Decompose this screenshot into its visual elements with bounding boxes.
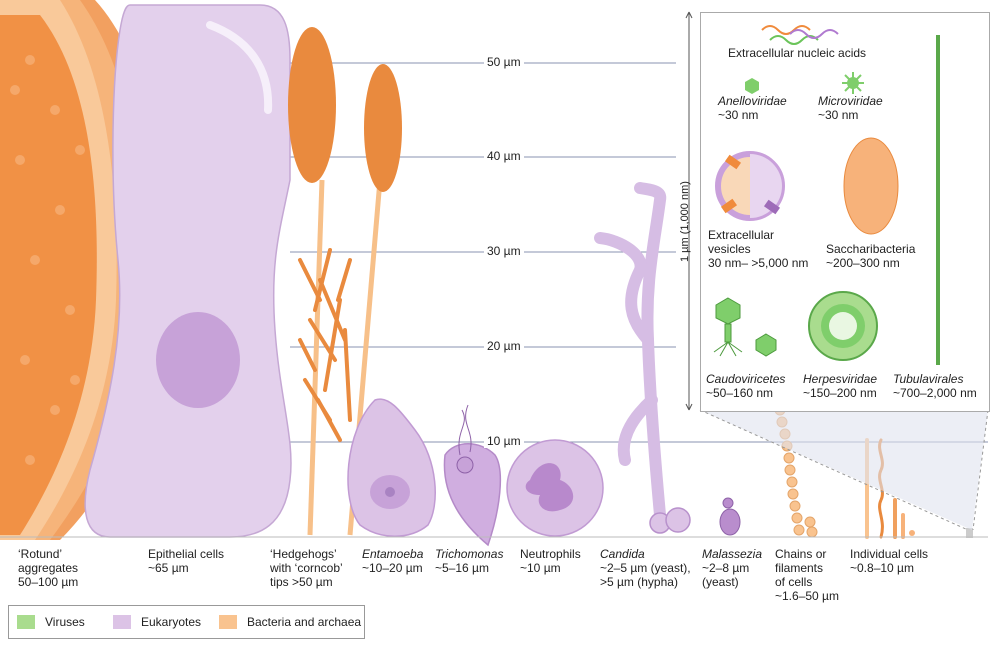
scale-label-40: 40 µm [484, 149, 524, 163]
inset-label-saccharibacteria: Saccharibacteria~200–300 nm [826, 242, 915, 270]
label-name: Malassezia [702, 547, 763, 561]
label-name: Candida [600, 547, 645, 561]
label-size: ~1.6–50 µm [775, 589, 839, 603]
legend: Viruses Eukaryotes Bacteria and archaea [8, 605, 365, 639]
label-name: Chains or filaments of cells [775, 547, 827, 589]
label-size: ~2–8 µm (yeast) [702, 561, 750, 589]
inset-label-text: Extracellular nucleic acids [728, 46, 867, 60]
inset-size-text: 30 nm– >5,000 nm [708, 256, 809, 270]
inset-label-anelloviridae: Anelloviridae~30 nm [718, 94, 787, 122]
candida-shape [594, 182, 667, 521]
inset-label-herpesviridae: Herpesviridae~150–200 nm [803, 372, 877, 400]
label-name: ‘Hedgehogs’ with ‘corncob’ tips [270, 547, 343, 589]
legend-label: Viruses [45, 615, 85, 629]
inset-label-microviridae: Microviridae~30 nm [818, 94, 883, 122]
hedgehog-shape [288, 27, 402, 536]
label-name: Individual cells [850, 547, 929, 561]
extracellular-vesicle-icon [715, 151, 785, 221]
saccharibacteria-icon [843, 137, 899, 235]
entamoeba-shape [347, 398, 436, 537]
inset-label-text: Microviridae [818, 94, 883, 108]
scale-label-10: 10 µm [484, 434, 524, 448]
inset-scale-label: 1 µm (1,000 nm) [679, 181, 691, 262]
label-name: Trichomonas [435, 547, 504, 561]
inset-label-text: Extracellular vesicles [708, 228, 775, 256]
inset-label-tubulavirales: Tubulavirales~700–2,000 nm [893, 372, 977, 400]
inset-label-text: Caudoviricetes [706, 372, 786, 386]
inset-label-text: Herpesviridae [803, 372, 878, 386]
label-entamoeba: Entamoeba~10–20 µm [362, 547, 423, 575]
inset-illustrations [685, 11, 940, 411]
inset-size-text: ~150–200 nm [803, 386, 877, 400]
inset-zoom-wedge [700, 410, 988, 530]
label-size: 50–100 µm [18, 575, 79, 589]
herpesviridae-icon [808, 291, 878, 361]
label-hedgehogs: ‘Hedgehogs’ with ‘corncob’ tips >50 µm [270, 547, 343, 589]
scale-label-30: 30 µm [484, 244, 524, 258]
legend-label: Bacteria and archaea [247, 615, 362, 629]
legend-label: Eukaryotes [141, 615, 202, 629]
inset-size-text: ~50–160 nm [706, 386, 774, 400]
label-epithelial-cells: Epithelial cells~65 µm [148, 547, 224, 575]
inset-size-text: ~30 nm [718, 108, 759, 122]
label-size: ~2–5 µm (yeast), >5 µm (hypha) [600, 561, 691, 589]
inset-label-caudoviricetes: Caudoviricetes~50–160 nm [706, 372, 785, 400]
neutrophil-shape [506, 439, 604, 537]
scale-label-20: 20 µm [484, 339, 524, 353]
label-chains: Chains or filaments of cells~1.6–50 µm [775, 547, 839, 603]
label-candida: Candida~2–5 µm (yeast), >5 µm (hypha) [600, 547, 691, 589]
legend-item-eukaryotes: Eukaryotes [113, 615, 201, 629]
malassezia-shape [719, 497, 741, 536]
legend-swatch-bacteria [219, 615, 237, 629]
label-neutrophils: Neutrophils~10 µm [520, 547, 581, 575]
scale-label-50: 50 µm [484, 55, 524, 69]
illustration [0, 0, 989, 547]
label-malassezia: Malassezia~2–8 µm (yeast) [702, 547, 762, 589]
label-name: Entamoeba [362, 547, 424, 561]
legend-swatch-eukaryotes [113, 615, 131, 629]
label-size: ~5–16 µm [435, 561, 489, 575]
microviridae-icon [842, 72, 864, 94]
inset-label-nucleic-acids: Extracellular nucleic acids [728, 46, 866, 60]
label-size: ~0.8–10 µm [850, 561, 914, 575]
label-size: ~10 µm [520, 561, 561, 575]
trichomonas-shape [443, 404, 502, 547]
label-size: ~65 µm [148, 561, 189, 575]
epithelial-cell-shape [84, 4, 292, 538]
legend-item-bacteria: Bacteria and archaea [219, 615, 361, 629]
label-individual-cells: Individual cells~0.8–10 µm [850, 547, 928, 575]
inset-size-text: ~700–2,000 nm [893, 386, 977, 400]
label-size: ~10–20 µm [362, 561, 423, 575]
label-name: Neutrophils [520, 547, 581, 561]
nucleic-acid-icon [761, 25, 839, 45]
label-trichomonas: Trichomonas~5–16 µm [435, 547, 503, 575]
legend-item-viruses: Viruses [17, 615, 85, 629]
legend-swatch-viruses [17, 615, 35, 629]
caudoviricetes-icon [713, 297, 777, 357]
label-size: >50 µm [292, 575, 333, 589]
label-name: ‘Rotund’ aggregates [18, 547, 79, 575]
inset-size-text: ~30 nm [818, 108, 859, 122]
anelloviridae-icon [745, 78, 759, 94]
label-name: Epithelial cells [148, 547, 225, 561]
candida-yeast-shape [649, 507, 691, 534]
inset-label-text: Saccharibacteria [826, 242, 916, 256]
inset-label-text: Tubulavirales [893, 372, 964, 386]
inset-label-text: Anelloviridae [718, 94, 787, 108]
inset-size-text: ~200–300 nm [826, 256, 900, 270]
